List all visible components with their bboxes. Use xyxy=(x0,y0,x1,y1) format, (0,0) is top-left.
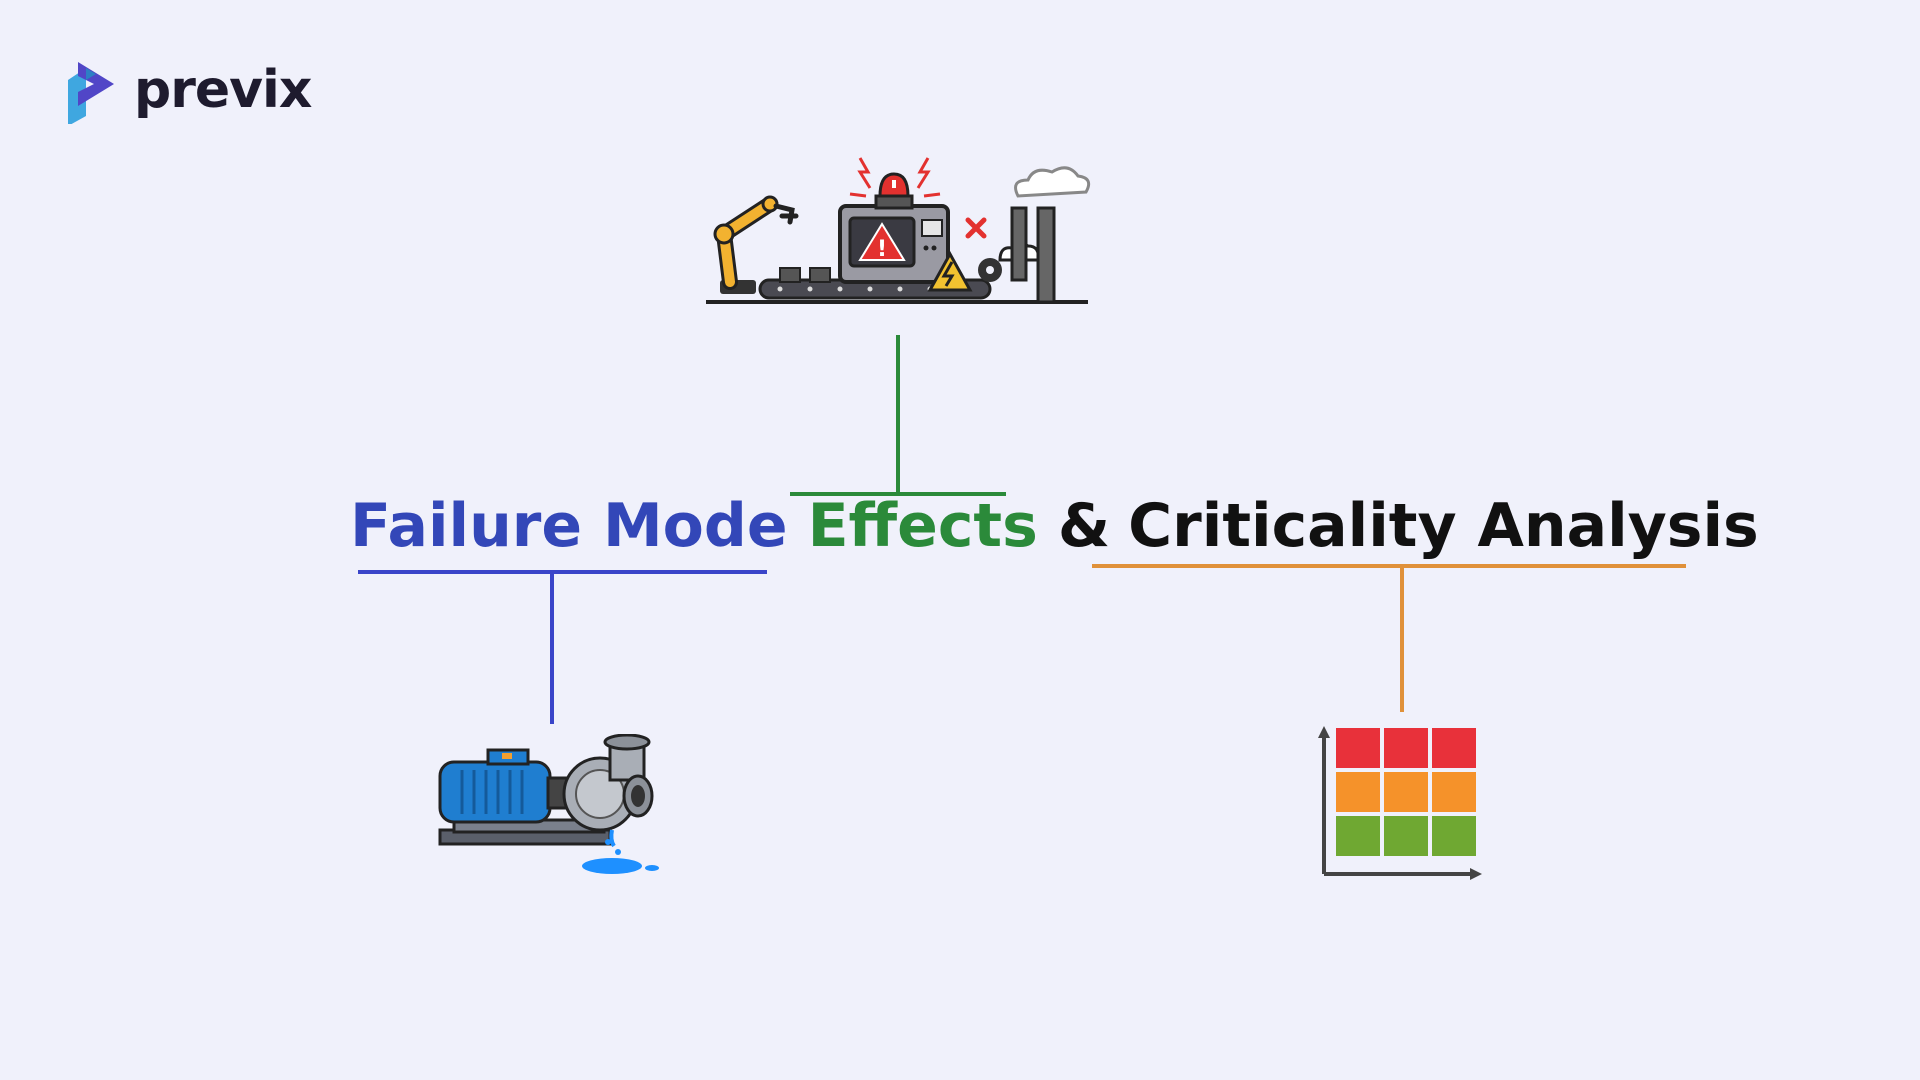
title-ampersand: & xyxy=(1057,491,1111,561)
risk-matrix-row-low xyxy=(1336,816,1476,856)
factory-failure-icon: ! xyxy=(706,157,1091,304)
risk-matrix-icon xyxy=(1318,726,1482,880)
brand-name: previx xyxy=(134,60,312,120)
brand-logo: previx xyxy=(64,56,312,124)
risk-matrix-row-high xyxy=(1336,728,1476,768)
title-effects: Effects xyxy=(807,491,1038,561)
svg-text:!: ! xyxy=(877,237,887,262)
title-failure-mode: Failure Mode xyxy=(350,491,788,561)
previx-logo-icon xyxy=(68,62,114,124)
risk-matrix-row-medium xyxy=(1336,772,1476,812)
leaking-pump-icon xyxy=(438,734,659,874)
diagram-title: Failure Mode Effects & Criticality Analy… xyxy=(350,491,1759,561)
title-criticality-analysis: Criticality Analysis xyxy=(1128,491,1759,561)
